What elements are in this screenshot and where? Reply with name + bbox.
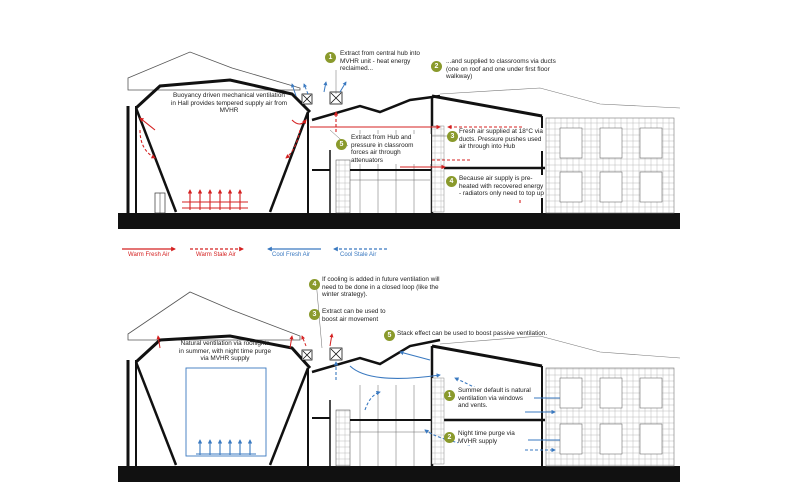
bottom-note-3-text: Extract can be used to boost air movemen… — [322, 308, 386, 323]
bottom-note-2-badge: 2 — [444, 432, 455, 443]
legend-warm-fresh: Warm Fresh Air — [128, 252, 170, 258]
legend-cool-fresh: Cool Fresh Air — [272, 252, 311, 258]
top-note-2-text: ...and supplied to classrooms via ducts … — [446, 58, 556, 81]
hall-structure-top — [134, 78, 312, 114]
bottom-note-2-text: Night time purge via MVHR supply — [458, 430, 528, 446]
top-hall-note: Buoyancy driven mechanical ventilation i… — [170, 92, 288, 115]
top-note-3-badge: 3 — [447, 131, 458, 142]
cool-air-flows-bottom — [196, 350, 560, 455]
bottom-note-5-text: Stack effect can be used to boost passiv… — [397, 330, 548, 337]
classroom-roof-bottom — [431, 344, 543, 368]
bottom-note-5-badge: 5 — [384, 330, 395, 341]
hall-roof-outline-bottom — [127, 291, 301, 341]
classroom-roof-top — [431, 94, 543, 118]
ground-slab-bottom — [118, 466, 680, 482]
ground-slab-top — [118, 213, 680, 229]
top-note-1-text: Extract from central hub into MVHR unit … — [340, 50, 420, 73]
hall-roof-outline-top — [127, 51, 301, 91]
legend-warm-stale: Warm Stale Air — [196, 252, 236, 258]
hall-structure-bottom — [134, 334, 312, 370]
bottom-note-1-badge: 1 — [444, 390, 455, 401]
top-note-1-badge: 1 — [325, 52, 336, 63]
top-note-4-text: Because air supply is pre-heated with re… — [459, 175, 545, 198]
bottom-hall-note: Natural ventilation via rooflights in su… — [179, 340, 271, 363]
legend-cool-stale: Cool Stale Air — [340, 252, 377, 258]
top-note-5-text: Extract from Hub and pressure in classro… — [351, 134, 431, 165]
hall-air-zone-bottom — [185, 367, 267, 457]
hub-roof-top — [311, 94, 441, 122]
top-note-3-text: Fresh air supplied at 18°C via ducts. Pr… — [459, 128, 545, 151]
bottom-section — [118, 279, 681, 482]
top-note-2-badge: 2 — [431, 61, 442, 72]
bottom-note-4-text: If cooling is added in future ventilatio… — [322, 276, 440, 299]
warm-air-flows-top — [139, 117, 446, 210]
bottom-note-4-badge: 4 — [309, 279, 320, 290]
bottom-note-1-text: Summer default is natural ventilation vi… — [458, 387, 534, 410]
top-note-5-badge: 5 — [336, 139, 347, 150]
top-section — [118, 51, 681, 229]
hub-roof-bottom — [311, 338, 441, 374]
top-note-4-badge: 4 — [446, 176, 457, 187]
bottom-note-3-badge: 3 — [309, 309, 320, 320]
